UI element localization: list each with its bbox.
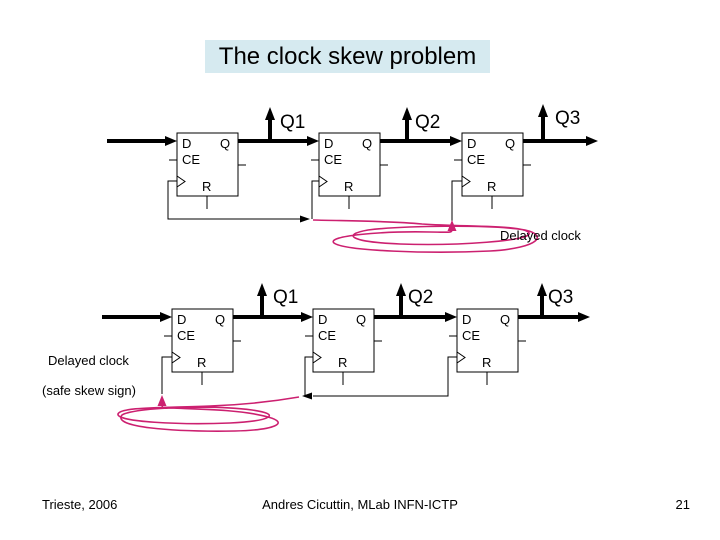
top-clock-drop-ff3 <box>451 180 462 222</box>
top-data-out-arrowhead-icon <box>586 136 598 146</box>
bottom-arrowhead-ff2-icon <box>301 312 313 322</box>
top-arrowhead-ff2-icon <box>307 136 319 146</box>
bottom-delayed-clock-label: Delayed clock <box>48 353 129 368</box>
bottom-q1-arrowhead-icon <box>257 283 267 296</box>
bottom-diagram: Q1 Q2 Q3 Delayed clock (safe skew sign) <box>42 283 590 432</box>
bottom-clock-drop-ff2 <box>304 356 313 396</box>
bottom-arrowhead-ff3-icon <box>445 312 457 322</box>
bottom-data-out-arrowhead-icon <box>578 312 590 322</box>
bottom-safe-skew-note: (safe skew sign) <box>42 383 136 398</box>
bottom-clock-arrowhead-icon <box>302 392 312 400</box>
top-delay-arrowhead-icon <box>447 220 457 231</box>
footer-page-number: 21 <box>675 497 690 512</box>
bottom-flipflop-1 <box>163 308 242 386</box>
bottom-flipflop-3 <box>448 308 527 386</box>
top-q2-arrowhead-icon <box>402 107 412 120</box>
footer-location: Trieste, 2006 <box>42 497 118 512</box>
bottom-delay-coil <box>117 396 300 432</box>
bottom-delay-arrowhead-icon <box>157 395 167 406</box>
top-flipflop-1 <box>168 132 247 210</box>
top-q2-label: Q2 <box>415 112 440 133</box>
top-delayed-clock-label: Delayed clock <box>500 228 581 243</box>
top-diagram: Q1 Q2 Q3 Delayed clock <box>107 104 598 253</box>
top-q1-label: Q1 <box>280 112 305 133</box>
bottom-q1-label: Q1 <box>273 287 298 308</box>
top-delay-coil <box>312 219 538 253</box>
top-flipflop-3 <box>453 132 532 210</box>
top-q3-arrowhead-icon <box>538 104 548 117</box>
top-q3-label: Q3 <box>555 108 580 129</box>
slide-title: The clock skew problem <box>205 40 490 73</box>
top-clock-wire-ff1-ff2 <box>167 180 300 220</box>
bottom-flipflop-2 <box>304 308 383 386</box>
top-flipflop-2 <box>310 132 389 210</box>
footer-author: Andres Cicuttin, MLab INFN-ICTP <box>262 497 458 512</box>
top-data-in-arrowhead-icon <box>165 136 177 146</box>
bottom-q2-arrowhead-icon <box>396 283 406 296</box>
bottom-q3-arrowhead-icon <box>537 283 547 296</box>
bottom-q3-label: Q3 <box>548 287 573 308</box>
bottom-q2-label: Q2 <box>408 287 433 308</box>
top-clock-drop-ff2 <box>311 180 319 219</box>
top-q1-arrowhead-icon <box>265 107 275 120</box>
bottom-data-in-arrowhead-icon <box>160 312 172 322</box>
bottom-clock-drop-ff1 <box>161 356 172 394</box>
top-arrowhead-ff3-icon <box>450 136 462 146</box>
bottom-clock-wire-ff3-ff2 <box>313 356 457 397</box>
top-clock-arrowhead-icon <box>300 215 310 223</box>
